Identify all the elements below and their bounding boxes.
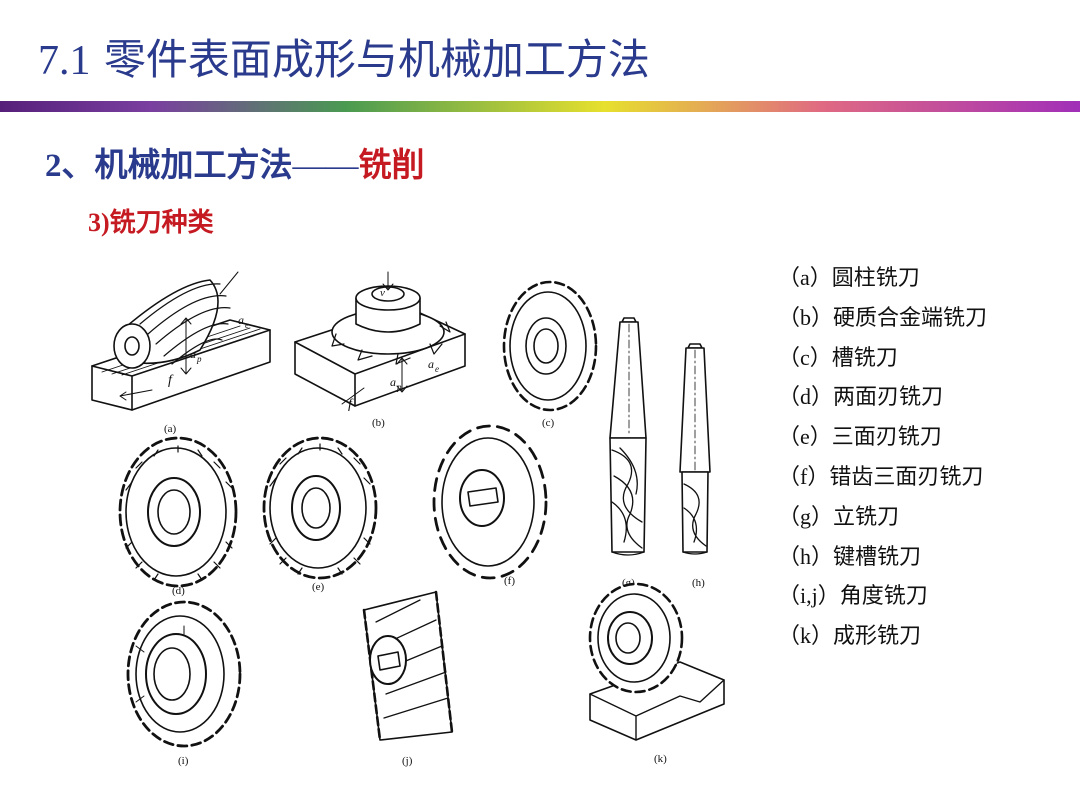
cutter-label-j: (j) xyxy=(402,755,413,767)
cutter-j-bevel: (j) xyxy=(362,590,454,767)
legend-item: （h）键槽铣刀 xyxy=(778,537,987,577)
legend-label: 键槽铣刀 xyxy=(833,544,922,570)
subsection-number: 3) xyxy=(88,208,110,237)
legend-item: （a）圆柱铣刀 xyxy=(778,258,987,298)
legend-label: 两面刃铣刀 xyxy=(833,385,944,411)
legend-tag: （h） xyxy=(778,543,834,569)
ap-sub-b: p xyxy=(396,382,402,392)
cutter-legend: （a）圆柱铣刀 （b）硬质合金端铣刀 （c）槽铣刀 （d）两面刃铣刀 （e）三面… xyxy=(778,258,987,656)
legend-tag: （e） xyxy=(778,424,832,450)
slide-title-text: 零件表面成形与机械加工方法 xyxy=(103,35,650,84)
legend-tag: （c） xyxy=(778,344,832,370)
milling-cutters-figure: f a p a e (a) v f a p a e (b) (c) xyxy=(91,271,725,767)
subsection-text: 铣刀种类 xyxy=(109,208,214,238)
cutter-c-slot: (c) xyxy=(502,280,598,429)
legend-item: （i,j）角度铣刀 xyxy=(778,576,987,616)
subsection-heading: 3)铣刀种类 xyxy=(88,202,214,239)
cutter-label-e: (e) xyxy=(312,581,325,593)
cutter-label-c: (c) xyxy=(542,417,555,429)
legend-tag: （d） xyxy=(778,384,834,410)
cutter-label-d: (d) xyxy=(172,585,185,597)
legend-tag: （k） xyxy=(778,623,834,649)
section-highlight: 铣削 xyxy=(358,145,425,184)
legend-label: 立铣刀 xyxy=(833,504,900,530)
ae-label-a: a xyxy=(238,313,244,327)
cutter-f-staggered: (f) xyxy=(432,424,548,587)
cutter-e-three-face: (e) xyxy=(262,436,378,593)
section-dash: —— xyxy=(292,148,359,184)
title-gradient-rule xyxy=(0,101,1080,112)
legend-item: （e）三面刃铣刀 xyxy=(778,417,987,457)
ae-sub-b: e xyxy=(435,364,439,374)
feed-label-a: f xyxy=(168,373,174,388)
cutter-label-i: (i) xyxy=(178,755,189,767)
cutter-g-end-mill: (g) xyxy=(609,317,647,589)
legend-label: 错齿三面刃铣刀 xyxy=(829,464,984,490)
legend-item: （c）槽铣刀 xyxy=(778,338,987,378)
cutter-label-a: (a) xyxy=(164,423,177,435)
cutter-label-k: (k) xyxy=(654,753,667,765)
cutter-h-keyway: (h) xyxy=(679,343,711,589)
legend-label: 硬质合金端铣刀 xyxy=(833,305,988,331)
cutter-b-face-mill: v f a p a e (b) xyxy=(294,271,466,429)
cutter-d-two-face: (d) xyxy=(118,436,238,597)
legend-item: （f）错齿三面刃铣刀 xyxy=(778,457,987,497)
cutter-i-angle: (i) xyxy=(126,600,242,767)
ap-label-a: a xyxy=(190,347,196,361)
section-number: 2 xyxy=(45,148,62,184)
legend-tag: （a） xyxy=(778,265,832,290)
legend-label: 成形铣刀 xyxy=(833,624,922,650)
section-heading: 2、机械加工方法——铣削 xyxy=(45,138,425,186)
cutter-label-h: (h) xyxy=(692,577,705,589)
feed-label-b: f xyxy=(348,397,354,412)
ae-label-b: a xyxy=(428,357,434,371)
slide-title: 7.1 零件表面成形与机械加工方法 xyxy=(38,26,650,87)
legend-tag: （f） xyxy=(778,463,830,489)
slide-title-number: 7.1 xyxy=(38,38,91,84)
legend-tag: （b） xyxy=(778,304,834,330)
section-prefix: 、机械加工方法 xyxy=(61,145,293,184)
legend-label: 槽铣刀 xyxy=(831,345,898,371)
cutter-a-cylindrical: f a p a e (a) xyxy=(91,271,271,435)
legend-tag: （i,j） xyxy=(778,583,840,609)
legend-item: （g）立铣刀 xyxy=(778,497,987,537)
legend-label: 圆柱铣刀 xyxy=(831,266,920,291)
legend-label: 角度铣刀 xyxy=(839,584,928,610)
ap-sub-a: p xyxy=(196,354,202,364)
ae-sub-a: e xyxy=(245,320,249,330)
rot-label-b: v xyxy=(380,287,385,299)
legend-item: （b）硬质合金端铣刀 xyxy=(778,298,987,338)
cutter-label-b: (b) xyxy=(372,417,385,429)
legend-item: （d）两面刃铣刀 xyxy=(778,377,987,417)
cutter-label-f: (f) xyxy=(504,575,515,587)
legend-tag: （g） xyxy=(778,503,834,529)
ap-label-b: a xyxy=(390,375,396,389)
legend-item: （k）成形铣刀 xyxy=(778,616,987,656)
legend-label: 三面刃铣刀 xyxy=(831,425,942,451)
cutter-k-form: (k) xyxy=(588,582,725,765)
